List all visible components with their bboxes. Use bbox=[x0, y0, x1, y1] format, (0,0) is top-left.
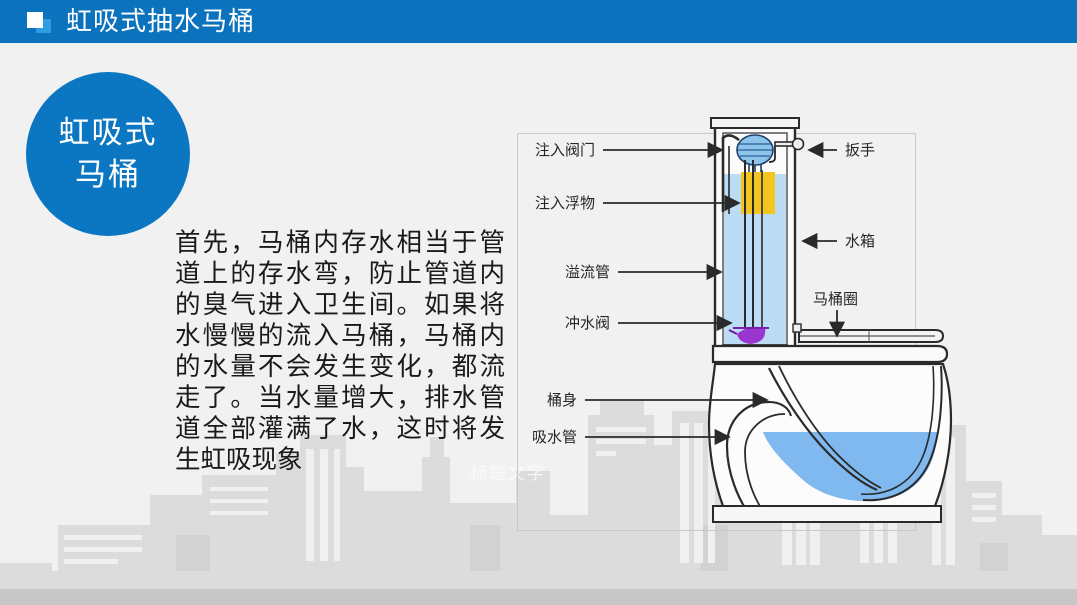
page-title: 虹吸式抽水马桶 bbox=[66, 7, 256, 37]
watermark-text: 标题文字 bbox=[470, 464, 546, 484]
flush-handle-assembly bbox=[768, 137, 805, 163]
body-paragraph: 首先，马桶内存水相当于管道上的存水弯，防止管道内的臭气进入卫生间。如果将水慢慢的… bbox=[175, 228, 505, 475]
two-squares-logo-icon bbox=[27, 12, 53, 33]
siphon-toilet-diagram: 注入阀门 注入浮物 溢流管 冲水阀 桶身 吸水管 扳手 水箱 马桶圈 bbox=[517, 102, 1077, 542]
logo-square-front bbox=[27, 12, 43, 28]
label-tank: 水箱 bbox=[845, 232, 875, 250]
toilet-seat-assembly bbox=[711, 323, 949, 364]
label-fill-valve: 注入阀门 bbox=[535, 141, 595, 159]
tank-lid bbox=[710, 117, 800, 129]
siphon-toilet-badge: 虹吸式 马桶 bbox=[26, 72, 190, 236]
header-bar: 虹吸式抽水马桶 bbox=[0, 0, 1077, 43]
label-toilet-seat: 马桶圈 bbox=[813, 290, 858, 308]
label-bowl-body: 桶身 bbox=[547, 391, 577, 409]
bowl-base bbox=[712, 505, 942, 523]
diagram-left-labels: 注入阀门 注入浮物 溢流管 冲水阀 桶身 吸水管 bbox=[532, 141, 769, 446]
badge-line-2: 马桶 bbox=[75, 157, 141, 193]
label-flush-valve: 冲水阀 bbox=[565, 314, 610, 332]
diagram-right-labels: 扳手 水箱 马桶圈 bbox=[801, 141, 875, 338]
label-siphon-tube: 吸水管 bbox=[532, 428, 577, 446]
label-handle: 扳手 bbox=[845, 141, 875, 159]
badge-line-1: 虹吸式 bbox=[58, 115, 158, 151]
overflow-tube-assembly bbox=[744, 160, 763, 327]
label-fill-float: 注入浮物 bbox=[535, 194, 595, 212]
fill-float-body bbox=[741, 172, 775, 214]
label-overflow-tube: 溢流管 bbox=[565, 263, 610, 281]
toilet-bowl-assembly bbox=[707, 362, 953, 523]
fill-valve-assembly bbox=[721, 134, 774, 214]
